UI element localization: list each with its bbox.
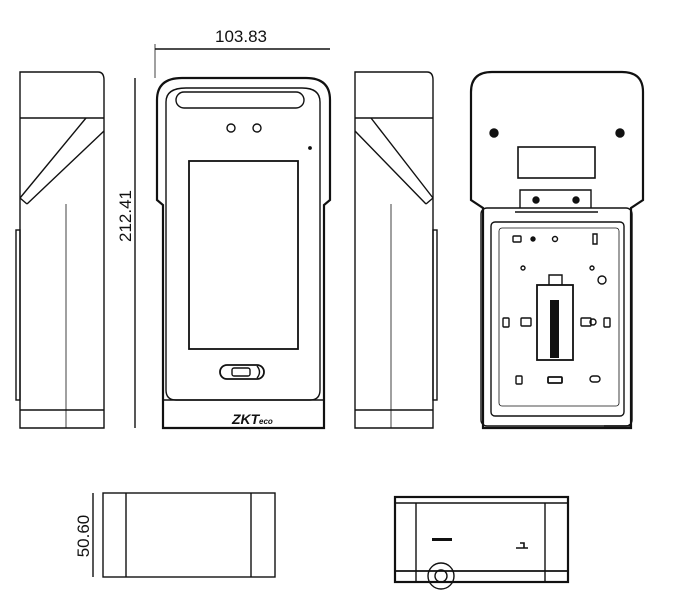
width-dimension: 103.83 bbox=[154, 27, 330, 78]
mount-screw-left-icon bbox=[489, 128, 499, 138]
bracket-plate bbox=[498, 227, 620, 407]
bracket-frame-inner bbox=[490, 221, 625, 417]
slot-bottom-right-icon bbox=[589, 375, 601, 383]
front-view: ZKT eco bbox=[155, 76, 332, 430]
bracket-center-tab bbox=[548, 274, 563, 285]
slot-top-left-icon bbox=[512, 235, 522, 243]
brand-logo-suffix: eco bbox=[259, 417, 273, 426]
slot-bottom-center-icon bbox=[547, 376, 563, 384]
mount-screw-right-icon bbox=[615, 128, 625, 138]
dot-top-b-icon bbox=[551, 235, 559, 243]
slot-bottom-left-icon bbox=[515, 375, 523, 385]
depth-label: 50.60 bbox=[74, 515, 93, 558]
camera-left-icon bbox=[226, 123, 236, 133]
bracket-center-slot bbox=[536, 284, 574, 361]
front-face-panel bbox=[165, 87, 321, 401]
touchscreen-display bbox=[188, 160, 299, 350]
bottom-screw-inner-icon bbox=[434, 569, 448, 583]
hinge-screw-left-icon bbox=[532, 196, 540, 204]
left-side-bevel-a bbox=[19, 117, 87, 199]
top-view-outline bbox=[102, 492, 276, 578]
slot-top-right-icon bbox=[592, 233, 598, 245]
left-side-view bbox=[15, 71, 105, 429]
camera-right-icon bbox=[252, 123, 262, 133]
left-side-strip bbox=[15, 229, 21, 401]
right-side-strip bbox=[432, 229, 438, 401]
rfid-card-icon bbox=[219, 364, 265, 380]
dot-top-a-icon bbox=[530, 236, 536, 242]
right-side-bevel-b bbox=[354, 130, 427, 205]
right-side-bevel-join bbox=[425, 197, 434, 205]
rear-outer-shell bbox=[469, 70, 645, 430]
hinge-screw-right-icon bbox=[572, 196, 580, 204]
bottom-view-outline bbox=[393, 495, 570, 584]
rear-view bbox=[469, 70, 645, 430]
bracket-hinge-plate bbox=[519, 189, 592, 208]
side-slot-mid-left-icon bbox=[520, 317, 532, 327]
usb-port-icon bbox=[432, 538, 452, 541]
sensor-dot-icon bbox=[308, 146, 312, 150]
side-slot-left-icon bbox=[502, 317, 510, 328]
front-outer-shell bbox=[155, 76, 332, 430]
bottom-view bbox=[393, 495, 570, 590]
side-hole-right-icon bbox=[589, 318, 597, 326]
top-view: 50.60 bbox=[74, 492, 276, 578]
rear-label-window bbox=[517, 146, 596, 179]
side-slot-mid-right-icon bbox=[580, 317, 592, 327]
left-side-bevel-join bbox=[19, 197, 28, 205]
bracket-center-bar bbox=[550, 300, 559, 358]
left-side-bevel-b bbox=[26, 130, 105, 205]
side-slot-right-icon bbox=[603, 317, 611, 328]
width-label: 103.83 bbox=[215, 27, 267, 46]
left-side-outline bbox=[19, 71, 105, 429]
bottom-screw-outer-icon bbox=[427, 562, 455, 590]
hole-mid-right-icon bbox=[589, 265, 595, 271]
reset-button-icon bbox=[516, 542, 528, 549]
right-side-view bbox=[354, 71, 438, 429]
height-label: 212.41 bbox=[116, 190, 135, 242]
right-side-outline bbox=[354, 71, 434, 429]
front-light-bar bbox=[175, 91, 305, 109]
hole-mid-right-large-icon bbox=[597, 275, 607, 285]
height-dimension: 212.41 bbox=[116, 78, 136, 428]
hole-mid-left-icon bbox=[520, 265, 526, 271]
bracket-frame-outer bbox=[480, 207, 633, 427]
brand-logo-main: ZKT bbox=[231, 411, 261, 427]
right-side-bevel-a bbox=[370, 117, 434, 199]
